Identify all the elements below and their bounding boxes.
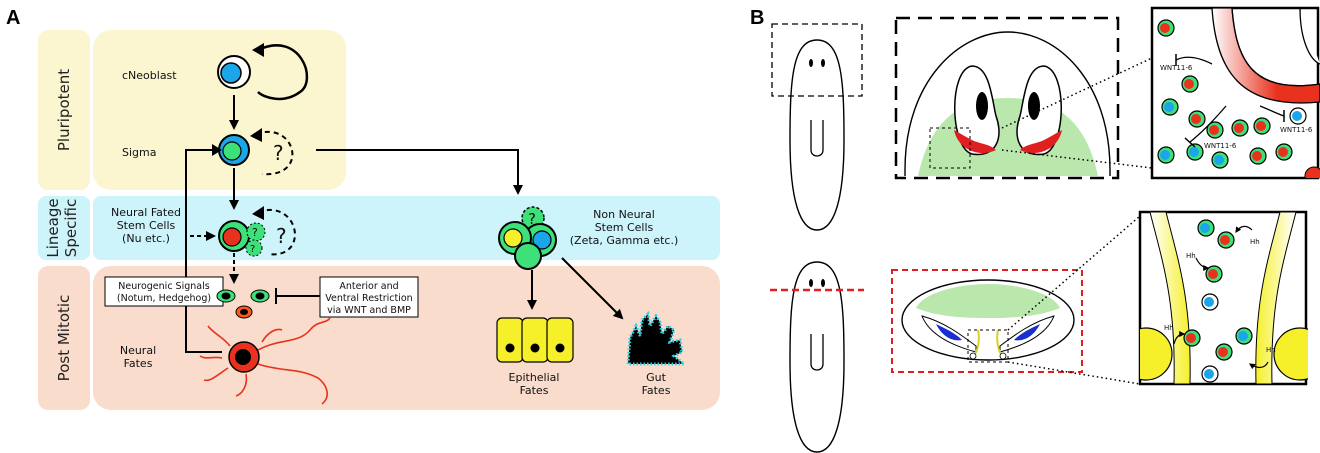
restriction-line2: Ventral Restriction — [325, 293, 412, 304]
postmitotic-side-band — [38, 266, 90, 410]
cluster-question-2: ? — [250, 244, 255, 255]
panel-a-label: A — [6, 7, 20, 29]
inset-box-top — [929, 127, 971, 169]
nonneural-cluster: ? — [498, 206, 557, 270]
epithelial-line1: Epithelial — [509, 371, 560, 384]
pluripotent-side-band — [38, 30, 90, 190]
neurogenic-feedback-line — [185, 149, 222, 353]
gut-branches — [626, 310, 689, 366]
gut-line2: Fates — [642, 384, 671, 397]
row-label-pluripotent: Pluripotent — [55, 69, 73, 151]
inset-box-bottom — [967, 329, 1009, 363]
cneoblast-label: cNeoblast — [122, 69, 177, 82]
restriction-line1: Anterior and — [339, 281, 398, 292]
cneoblast-cell — [217, 55, 251, 89]
neural-fated-line3: (Nu etc.) — [122, 232, 170, 245]
epithelial-cells — [496, 317, 574, 363]
neural-fates-line2: Fates — [124, 357, 153, 370]
neuron-cell — [199, 317, 331, 405]
hh-label-1: Hh — [1250, 238, 1260, 246]
neurogenic-line1: Neurogenic Signals — [118, 281, 209, 292]
eye-precursor-cells — [216, 289, 270, 319]
row-label-post-mitotic: Post Mitotic — [55, 295, 73, 382]
nonneural-line2: Stem Cells — [595, 221, 654, 234]
epithelial-line2: Fates — [520, 384, 549, 397]
self-renew-arrowhead — [252, 43, 264, 57]
postmitotic-band — [93, 266, 720, 410]
neural-fated-cluster: ? ? — [218, 220, 266, 257]
panel-b-label: B — [750, 7, 764, 29]
row-label-lineage-1: Lineage — [44, 198, 62, 257]
hh-label-2: Hh — [1186, 252, 1196, 260]
neural-fated-line2: Stem Cells — [117, 219, 176, 232]
neural-dashed-loop — [257, 209, 296, 256]
cluster-question-1: ? — [252, 226, 258, 239]
zoom-guide-top-1 — [1001, 57, 1153, 129]
arrow-to-gut — [561, 257, 624, 320]
head-zoom-box-top — [771, 23, 863, 97]
wnt-label-2: WNT11-6 — [1204, 142, 1237, 150]
neuron-nucleus — [235, 349, 251, 365]
wnt-label-3: WNT11-6 — [1280, 126, 1313, 134]
neural-fates-line1: Neural — [120, 344, 156, 357]
head-outline — [904, 31, 1111, 176]
sigma-cell — [218, 134, 250, 166]
nonneural-line3: (Zeta, Gamma etc.) — [570, 234, 679, 247]
sigma-loop-arrowhead — [250, 128, 262, 142]
sigma-dashed-loop — [255, 130, 294, 176]
restriction-box — [319, 276, 419, 318]
neurogenic-signals-box — [104, 276, 224, 307]
nonneural-question: ? — [528, 210, 536, 228]
cross-section-panel — [891, 269, 1083, 373]
feedback-arrowhead — [212, 144, 222, 156]
wnt-detail-box: WNT11-6 WNT11-6 WNT11-6 — [1150, 6, 1320, 180]
neural-loop-arrowhead — [252, 206, 264, 220]
sigma-question-mark: ? — [273, 141, 284, 165]
neural-question-mark: ? — [276, 224, 287, 248]
hh-detail-box: Hh Hh Hh Hh — [1138, 210, 1308, 386]
restriction-line3: via WNT and BMP — [327, 305, 411, 316]
sigma-label: Sigma — [122, 146, 156, 159]
zoom-guide-bottom-1 — [1007, 215, 1141, 331]
neurogenic-line2: (Notum, Hedgehog) — [117, 293, 211, 304]
arrow-sigma-nonneural — [316, 149, 523, 195]
row-label-lineage-2: Specific — [62, 199, 80, 257]
nonneural-line1: Non Neural — [593, 208, 655, 221]
planarian-top — [789, 39, 845, 231]
self-renew-arrow — [257, 44, 309, 101]
planarian-bottom — [789, 261, 845, 453]
neural-fated-line1: Neural Fated — [111, 206, 181, 219]
gut-line1: Gut — [646, 371, 666, 384]
pluripotent-band — [93, 30, 346, 190]
hh-label-3: Hh — [1164, 324, 1174, 332]
wnt-label-1: WNT11-6 — [1160, 64, 1193, 72]
eye-cup-left — [954, 65, 1000, 156]
hh-label-4: Hh — [1266, 346, 1276, 354]
lineage-side-band — [38, 196, 90, 260]
cross-section — [901, 279, 1075, 361]
